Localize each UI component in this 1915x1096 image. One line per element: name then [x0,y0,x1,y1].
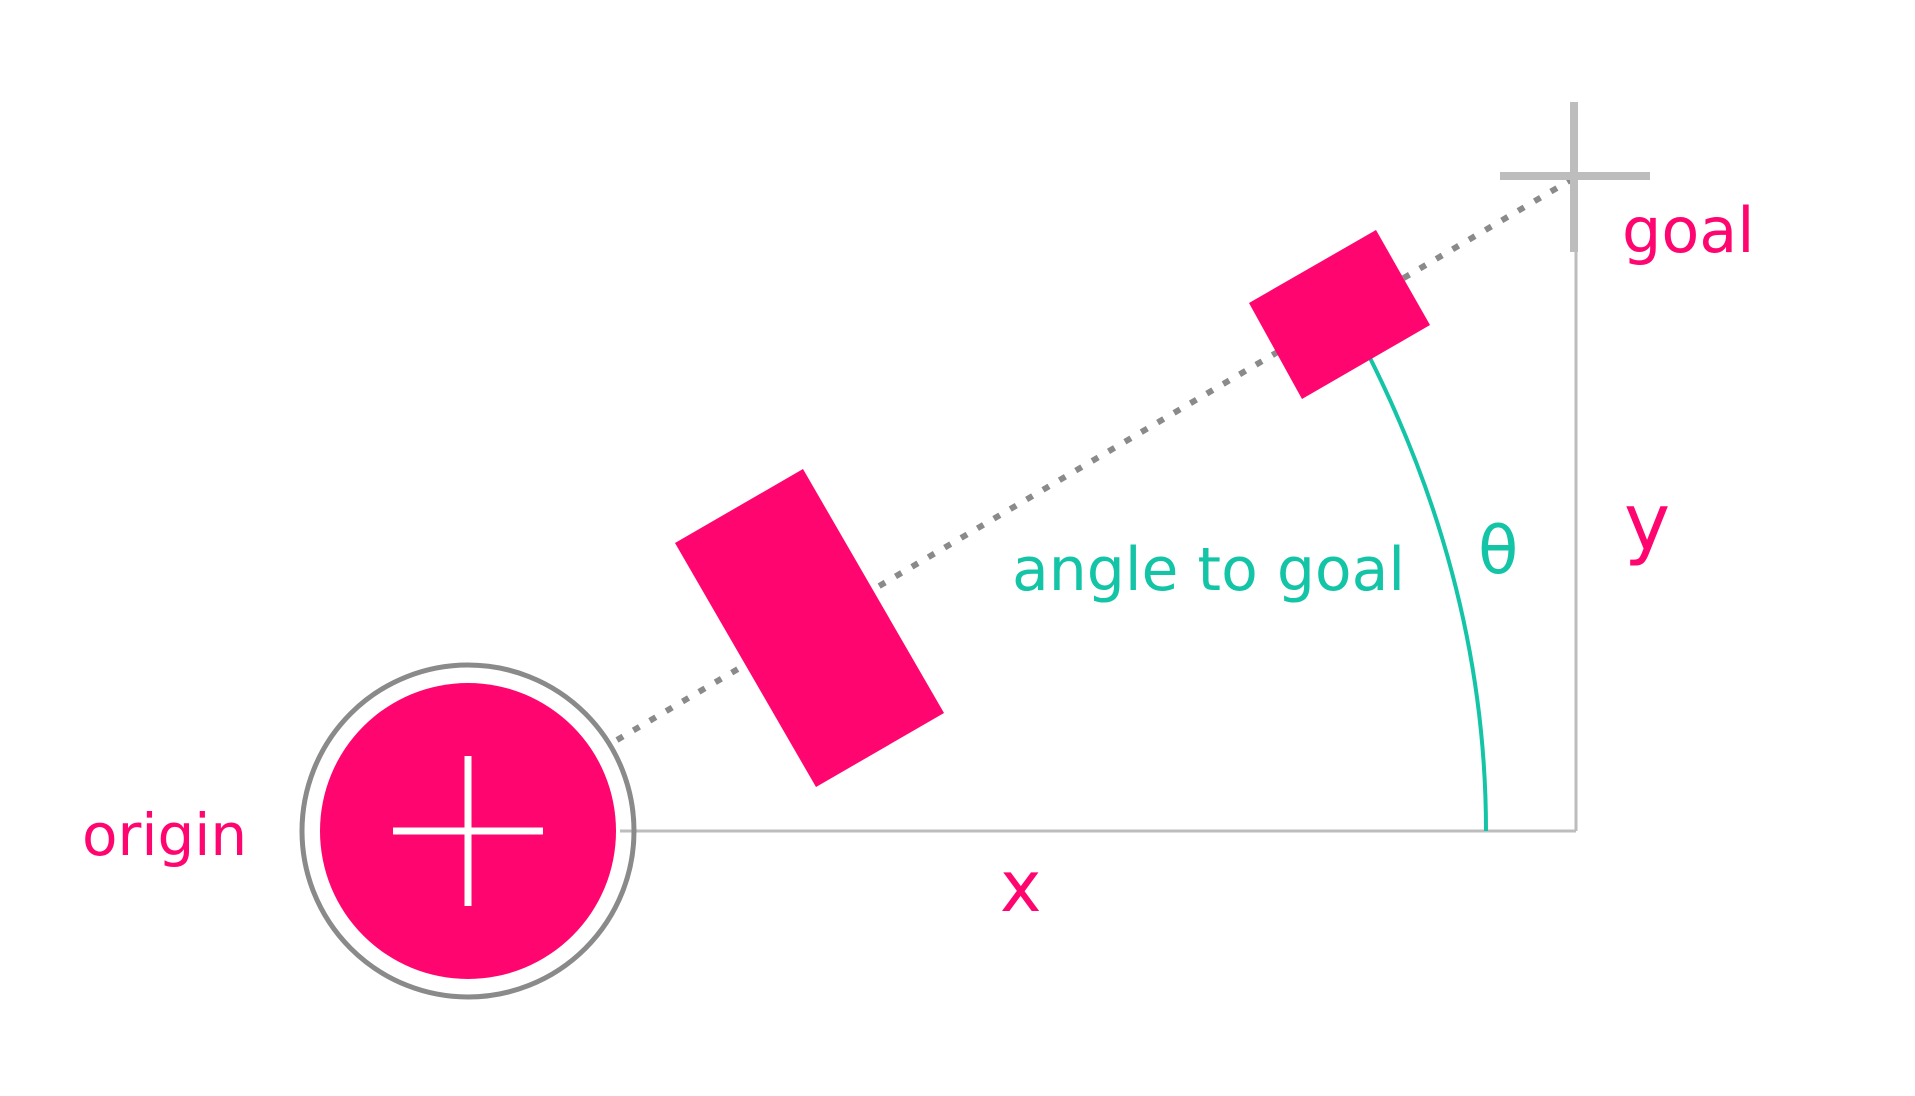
origin-ring [299,662,637,1000]
line-of-sight [615,175,1576,743]
theta-label: θ [1478,512,1519,589]
obstacle-small [1249,230,1430,399]
goal-label: goal [1622,194,1755,267]
x-axis-label: x [1000,846,1042,928]
origin-label: origin [82,801,248,869]
goal-marker [1500,102,1650,252]
y-axis-label: y [1624,478,1671,568]
obstacle-large [675,469,944,787]
origin-marker [299,662,637,1000]
angle-to-goal-label: angle to goal [1012,535,1406,605]
angle-arc [1368,357,1488,832]
